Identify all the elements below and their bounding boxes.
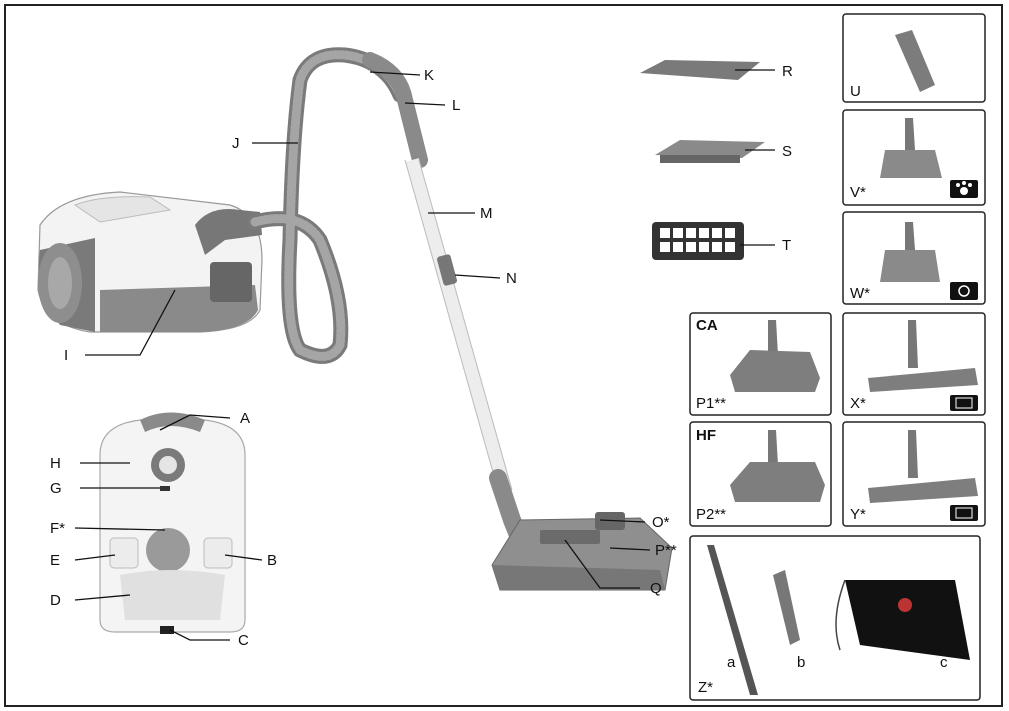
crevice-tool — [895, 30, 935, 92]
turbo-brush-icon — [950, 282, 978, 300]
label-Z: Z* — [698, 679, 713, 696]
label-T: T — [782, 237, 791, 254]
label-S: S — [782, 143, 792, 160]
label-M: M — [480, 205, 493, 222]
label-K: K — [424, 67, 434, 84]
vacuum-body-side-view — [37, 191, 263, 333]
label-U: U — [850, 83, 861, 100]
box-title-CA: CA — [696, 317, 718, 334]
label-I: I — [64, 347, 68, 364]
label-D: D — [50, 592, 61, 609]
leader-lines — [74, 69, 775, 641]
parquet-brush-Y — [868, 478, 978, 503]
vacuum-body-front-view — [99, 412, 246, 634]
floor-brush-P1 — [730, 350, 820, 392]
label-c: c — [940, 654, 948, 671]
label-N: N — [506, 270, 517, 287]
label-E: E — [50, 552, 60, 569]
label-Y: Y* — [850, 506, 866, 523]
hard-floor-icon — [950, 395, 978, 411]
label-H: H — [50, 455, 61, 472]
label-F: F* — [50, 520, 65, 537]
label-P: P** — [655, 542, 677, 559]
hose — [247, 47, 408, 364]
parquet-brush-X — [868, 368, 978, 392]
turbo-brush — [880, 250, 940, 282]
hepa-filter-T — [652, 222, 744, 260]
label-W: W* — [850, 285, 870, 302]
handle-and-tube — [362, 52, 529, 549]
storage-bag — [845, 580, 970, 660]
filter-pad-R — [640, 60, 760, 80]
label-b: b — [797, 654, 805, 671]
adapter-tool — [773, 570, 800, 645]
hard-floor-icon — [950, 505, 978, 521]
label-P1: P1** — [696, 395, 726, 412]
floor-brush-P2 — [730, 462, 825, 502]
panel-Z — [689, 535, 981, 701]
label-V: V* — [850, 184, 866, 201]
label-B: B — [267, 552, 277, 569]
filter-grid-S — [655, 140, 765, 163]
mini-turbo-brush — [880, 150, 942, 178]
label-J: J — [232, 135, 240, 152]
label-A: A — [240, 410, 250, 427]
floor-nozzle — [491, 512, 673, 591]
label-L: L — [452, 97, 460, 114]
label-a: a — [727, 654, 736, 671]
label-C: C — [238, 632, 249, 649]
label-Q: Q — [650, 580, 662, 597]
box-title-HF: HF — [696, 427, 716, 444]
label-P2: P2** — [696, 506, 726, 523]
extension-rod — [707, 545, 758, 695]
label-R: R — [782, 63, 793, 80]
label-O: O* — [652, 514, 670, 531]
label-G: G — [50, 480, 62, 497]
label-X: X* — [850, 395, 866, 412]
